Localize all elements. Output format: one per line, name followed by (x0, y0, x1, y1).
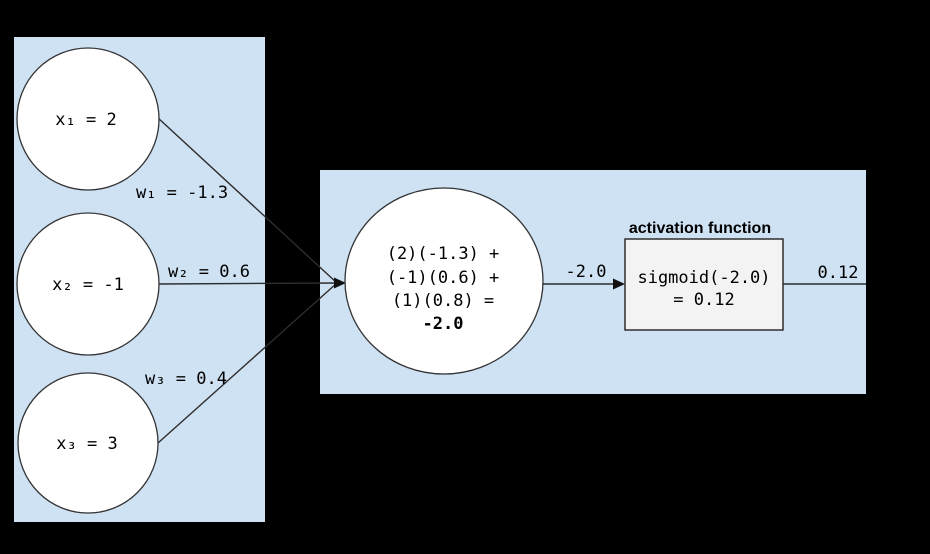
activation-function-title: activation function (629, 220, 771, 237)
input-node-x2-label: x₂ = -1 (52, 275, 124, 295)
input-node-x1-label: x₁ = 2 (55, 110, 116, 130)
neuron-sum-result: -2.0 (423, 314, 464, 334)
neuron-sum-line-2: (-1)(0.6) + (387, 268, 500, 288)
sum-input-arrowhead-icon (334, 277, 346, 289)
input-node-x1 (16, 47, 160, 191)
weight-w1-label: w₁ = -1.3 (136, 183, 228, 203)
activation-line-1: sigmoid(-2.0) (637, 268, 770, 288)
activation-line-2: = 0.12 (673, 290, 734, 310)
neuron-sum-line-1: (2)(-1.3) + (387, 244, 500, 264)
weight-w3-label: w₃ = 0.4 (145, 369, 227, 389)
activation-arrowhead-icon (613, 278, 625, 290)
output-value-label: 0.12 (818, 263, 859, 283)
edge-w2 (158, 282, 338, 285)
neuron-sum-line-3: (1)(0.8) = (392, 291, 494, 311)
input-node-x3-label: x₃ = 3 (56, 434, 117, 454)
edge-w3 (157, 282, 338, 444)
input-node-x3 (17, 372, 159, 514)
neuron-node (344, 187, 544, 375)
weight-w2-label: w₂ = 0.6 (168, 262, 250, 282)
edge-w1 (156, 116, 338, 284)
pre-activation-value-label: -2.0 (566, 262, 607, 282)
input-node-x2 (16, 212, 160, 356)
